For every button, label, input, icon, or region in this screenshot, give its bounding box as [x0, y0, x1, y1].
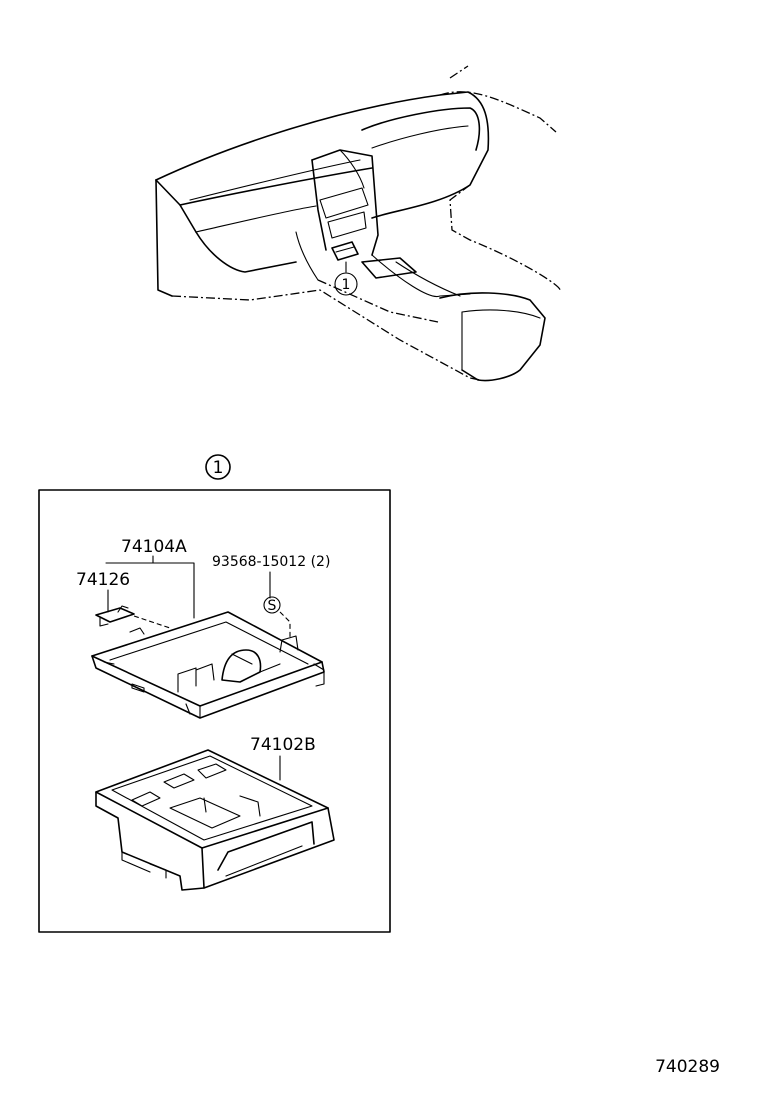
illustration-number: 740289 [655, 1057, 720, 1077]
screw-dashed-line [279, 611, 291, 640]
detail-frame [38, 489, 391, 933]
ashtray-box-74102B [95, 749, 335, 891]
screw-symbol-circle [263, 596, 281, 614]
bracket-74104A [91, 611, 325, 719]
callout-1-circle [205, 454, 231, 480]
part-label-74104A: 74104A [121, 537, 187, 557]
part-label-74126: 74126 [76, 570, 130, 590]
callout-1-label: 1 [213, 458, 224, 478]
clip-74126 [95, 605, 171, 629]
part-label-74102B: 74102B [250, 735, 316, 755]
screw-symbol: S [268, 598, 277, 614]
dashboard-overview [155, 65, 561, 382]
part-label-93568: 93568-15012 (2) [212, 554, 330, 570]
callout-1-top: 1 [342, 277, 351, 293]
leader-lines [105, 555, 281, 781]
